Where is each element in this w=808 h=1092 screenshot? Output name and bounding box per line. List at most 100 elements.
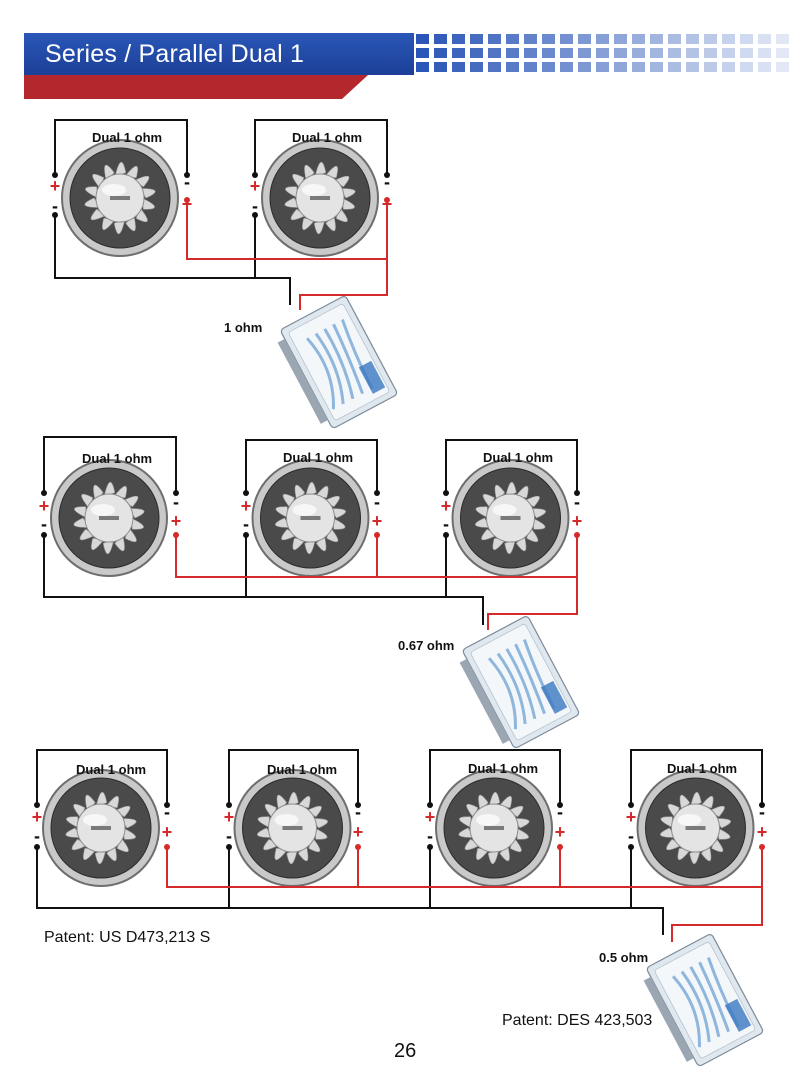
minus-terminal: - — [252, 196, 258, 216]
cone-fin — [257, 827, 274, 838]
plus-terminal: + — [32, 807, 43, 827]
cone-fin — [305, 482, 317, 498]
grid-square — [578, 62, 591, 72]
grid-square — [722, 34, 735, 44]
cone-fin — [478, 794, 489, 812]
cone-fin — [297, 844, 309, 862]
speaker-label: Dual 1 ohm — [76, 762, 147, 777]
amplifier-top — [654, 942, 756, 1059]
cone-fin — [699, 795, 714, 809]
positive-wire — [671, 887, 763, 942]
grid-square — [524, 34, 537, 44]
terminal-dot — [443, 490, 449, 496]
cone-fin — [324, 165, 338, 179]
speaker-top-wire — [54, 119, 188, 175]
cone-fin — [296, 795, 311, 809]
subwoofer-image — [50, 459, 168, 577]
cone-fin — [679, 794, 691, 812]
plus-terminal: + — [250, 176, 261, 196]
cone-fin — [257, 816, 271, 829]
grid-square — [704, 34, 717, 44]
cone-fin — [507, 805, 524, 818]
cone-fin — [304, 538, 316, 554]
cone-fin — [341, 197, 355, 210]
subwoofer-image — [251, 459, 370, 577]
cone-fin — [281, 528, 298, 541]
logo-plate — [99, 516, 119, 520]
title-banner — [24, 33, 414, 75]
subwoofer-image — [233, 769, 352, 887]
grid-square — [614, 34, 627, 44]
patent-note-right: Patent: DES 423,503 — [502, 1012, 653, 1029]
cone-fin — [475, 506, 489, 519]
terminal-dot — [34, 802, 40, 808]
cone-fin — [93, 484, 104, 502]
cap-highlight — [677, 814, 702, 826]
cone-fin — [274, 847, 289, 861]
terminal-dot — [427, 802, 433, 808]
grid-square — [596, 34, 609, 44]
flame-graphic — [305, 337, 335, 410]
flame-graphic — [332, 323, 364, 395]
patent-note-left: Patent: US D473,213 S — [44, 929, 211, 946]
cone-fin — [515, 827, 529, 840]
cap-highlight — [476, 814, 500, 826]
speaker-top-wire — [429, 749, 561, 805]
logo-plate — [110, 196, 130, 200]
cone-fin — [105, 795, 119, 809]
grid-square — [434, 48, 447, 58]
cone-fin — [125, 214, 136, 232]
cone-fin — [103, 482, 116, 498]
minus-terminal: - — [355, 802, 361, 822]
brand-badge — [724, 998, 752, 1032]
cone-fin — [71, 838, 88, 851]
grid-square — [524, 62, 537, 72]
cap-highlight — [292, 504, 317, 516]
terminal-dot — [243, 490, 249, 496]
flame-graphic — [680, 970, 711, 1043]
plus-terminal: + — [171, 511, 182, 531]
minus-terminal: - — [243, 514, 249, 534]
grid-square — [470, 34, 483, 44]
minus-terminal: - — [173, 492, 179, 512]
cone-fin — [504, 538, 516, 554]
cone-fin — [498, 795, 512, 809]
cone-fin — [666, 838, 683, 851]
cone-fin — [708, 805, 725, 818]
cone-fin — [660, 816, 674, 829]
speaker-top-wire — [630, 749, 763, 805]
grid-square — [722, 48, 735, 58]
cone-fin — [314, 827, 328, 840]
cone-fin — [275, 517, 292, 528]
cone-fin — [84, 197, 101, 208]
cone-fin — [492, 537, 507, 551]
grid-square — [524, 48, 537, 58]
grid-square — [632, 48, 645, 58]
grid-square — [578, 48, 591, 58]
subwoofer-image — [61, 139, 179, 257]
terminal-dot — [41, 490, 47, 496]
cone-fin — [79, 528, 96, 541]
grid-square — [596, 62, 609, 72]
terminal-dot — [628, 802, 634, 808]
grid-square — [416, 34, 429, 44]
grid-square — [434, 62, 447, 72]
positive-wire — [166, 847, 763, 888]
plus-terminal: + — [441, 496, 452, 516]
grid-square — [650, 62, 663, 72]
logo-plate — [310, 196, 330, 200]
cone-fin — [106, 844, 117, 862]
cone-fin — [275, 506, 289, 519]
cone-fin — [133, 175, 150, 188]
minus-terminal: - — [164, 802, 170, 822]
grid-square — [560, 62, 573, 72]
flame-graphic — [671, 975, 701, 1048]
cone-fin — [677, 847, 692, 861]
plus-terminal: + — [626, 807, 637, 827]
amplifier-image — [459, 616, 580, 749]
cone-fin — [305, 805, 322, 818]
grid-square — [740, 62, 753, 72]
speaker-label: Dual 1 ohm — [667, 761, 738, 776]
grid-square — [470, 48, 483, 58]
cone-fin — [294, 484, 306, 502]
